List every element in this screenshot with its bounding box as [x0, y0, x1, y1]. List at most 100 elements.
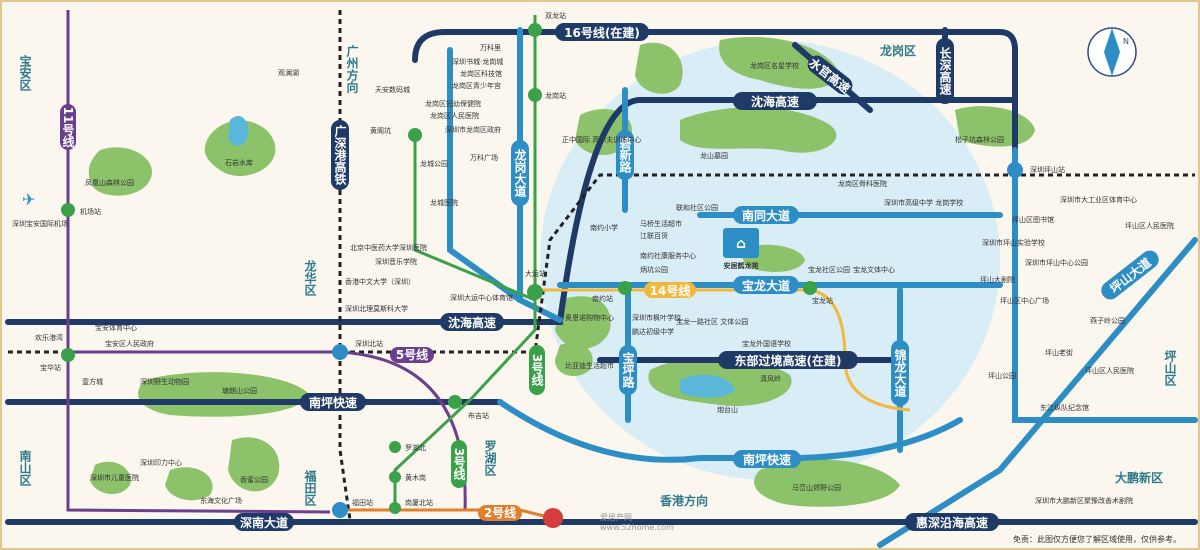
metro-station-icon — [528, 88, 542, 102]
station-label: 南约站 — [592, 294, 613, 303]
poi-label: 深圳市枫叶学校 — [632, 313, 681, 322]
poi-label: 坪山大剧院 — [980, 275, 1015, 284]
metro-station-icon — [389, 441, 401, 453]
poi-label: 石岩水库 — [225, 158, 253, 167]
jinlong-label-bg — [891, 340, 909, 406]
poi-label: 深圳印力中心 — [140, 458, 182, 467]
green-area — [635, 42, 683, 94]
poi-label: 清风岭 — [760, 374, 781, 383]
poi-label: 坪山公园 — [988, 371, 1016, 380]
poi-label: 龙山墓园 — [700, 151, 728, 160]
poi-label: 松子坑森林公园 — [955, 135, 1004, 144]
district-futian: 福田区 — [303, 469, 317, 507]
direction-hongkong: 香港方向 — [659, 493, 708, 508]
metro3b-label-bg — [451, 440, 467, 488]
poi-label: 坪山区图书馆 — [1012, 215, 1054, 224]
green-area — [555, 296, 611, 349]
nanping-label: 南坪快速 — [309, 395, 357, 410]
poi-label: 凤凰山森林公园 — [85, 178, 134, 187]
poi-label: 坪山区人民医院 — [1085, 366, 1134, 375]
station-label: 双龙站 — [545, 11, 566, 20]
metro16-label-bg — [555, 23, 649, 41]
station-dayun: 大运站 — [525, 269, 546, 300]
poi-label: 北京中医药大学深圳医院 — [350, 243, 427, 252]
station-label: 罗湖北 — [405, 443, 426, 452]
green-area — [138, 372, 310, 417]
poi-label: 宝龙社区公园 — [808, 265, 850, 274]
poi-label: 龙岗区骨科医院 — [838, 179, 887, 188]
station-label: 布吉站 — [468, 411, 489, 420]
nanping-east-label-bg — [733, 450, 801, 468]
district-dapeng: 大鹏新区 — [1115, 470, 1163, 485]
poi-label: 坪山区人民医院 — [1125, 221, 1174, 230]
baoping-label: 宝坪路 — [621, 351, 635, 389]
poi-label: 东江纵队纪念馆 — [1040, 403, 1089, 412]
poi-label: 深圳市大工业区体育中心 — [1060, 195, 1137, 204]
road-pingshan-loop — [1012, 147, 1198, 423]
nantong-label-bg — [733, 206, 799, 224]
poi-label: 壹方城 — [82, 377, 103, 386]
station-luohubei: 罗湖北 — [389, 441, 426, 453]
station-longgang: 龙岗站 — [528, 88, 566, 102]
metro-station-icon — [61, 203, 75, 217]
project-marker[interactable]: ⌂ 安居鹤龙苑 — [723, 228, 759, 270]
poi-label: 南约社康服务中心 — [640, 251, 696, 260]
metro5-label: 5号线 — [396, 347, 428, 362]
station-futian: 福田站 — [332, 498, 373, 518]
poi-label: 燕子岭公园 — [1090, 316, 1125, 325]
shenhai-label-bg — [733, 92, 817, 110]
rail-station-icon — [332, 344, 348, 360]
metro5-label-bg — [390, 347, 434, 363]
poi-label: 香港中文大学（深圳） — [345, 277, 415, 286]
metro3-label-bg — [529, 345, 545, 395]
shennan-label-bg — [234, 513, 294, 531]
poi-label: 比亚迪生活超市 — [565, 361, 614, 370]
metro16-label: 16号线(在建) — [564, 25, 640, 40]
poi-label: 天安数码城 — [375, 85, 410, 94]
poi-label: 宝安体育中心 — [95, 323, 137, 332]
district-nanshan: 南山区 — [18, 449, 32, 487]
compass-label: N — [1123, 37, 1129, 46]
eastern-label: 东部过境高速(在建) — [735, 353, 842, 368]
metro14-label-bg — [644, 282, 696, 298]
metro3-label: 3号线 — [530, 354, 544, 387]
watermark: 爱居产网 www.52home.com — [543, 508, 674, 532]
station-label: 福田站 — [352, 498, 373, 507]
green-area — [555, 342, 593, 377]
watermark-site: www.52home.com — [600, 523, 674, 532]
road-labels-vertical: 龙岗大道 碧新路 宝坪路 锦龙大道 长深高速 广深港高铁 — [331, 38, 954, 406]
station-label: 宝龙站 — [812, 296, 833, 305]
shuiguan-label-bg — [807, 55, 853, 95]
longgang-ave-label-bg — [511, 140, 529, 206]
poi-label: 龙岗区妇幼保健院 — [425, 99, 481, 108]
shenhai-west-label-bg — [440, 313, 504, 331]
metro-station-icon — [389, 502, 401, 514]
station-label: 岗厦北站 — [405, 498, 433, 507]
compass: N — [1087, 27, 1137, 77]
poi-label: 深圳市大鹏新区聚豫改善术剧院 — [1035, 496, 1133, 505]
metro11-label: 11号线 — [61, 107, 75, 148]
poi-label: 香蜜公园 — [240, 475, 268, 484]
shenhai-west-label: 沈海高速 — [448, 315, 496, 330]
green-area — [90, 461, 131, 495]
poi-label: 深圳市坪山实验学校 — [982, 238, 1045, 247]
district-baoan: 宝安区 — [18, 54, 32, 92]
poi-label: 坪山区中心广场 — [1000, 296, 1049, 305]
project-label: 安居鹤龙苑 — [724, 261, 759, 270]
huishen-label: 惠深沿海高速 — [916, 515, 988, 530]
poi-label: 深圳市坪山中心公园 — [1025, 258, 1088, 267]
poi-label: 江联百货 — [640, 231, 668, 240]
station-label: 深圳北站 — [355, 339, 383, 348]
stations: 双龙站 龙岗站 大运站 南约站 宝龙站 深圳坪山站 深圳北站 布吉站 — [40, 11, 1065, 518]
poi-label: 炮台山 — [717, 405, 738, 414]
station-huangmugang: 黄木岗 — [389, 471, 426, 483]
station-nanyue: 南约站 — [592, 281, 632, 303]
green-area — [165, 467, 213, 501]
poi-label: 深圳市儿童医院 — [90, 473, 139, 482]
poi-label: 炳坑公园 — [640, 265, 668, 274]
green-area — [754, 459, 900, 507]
rail-east — [8, 173, 1195, 354]
station-baohua: 宝华站 — [40, 348, 75, 372]
